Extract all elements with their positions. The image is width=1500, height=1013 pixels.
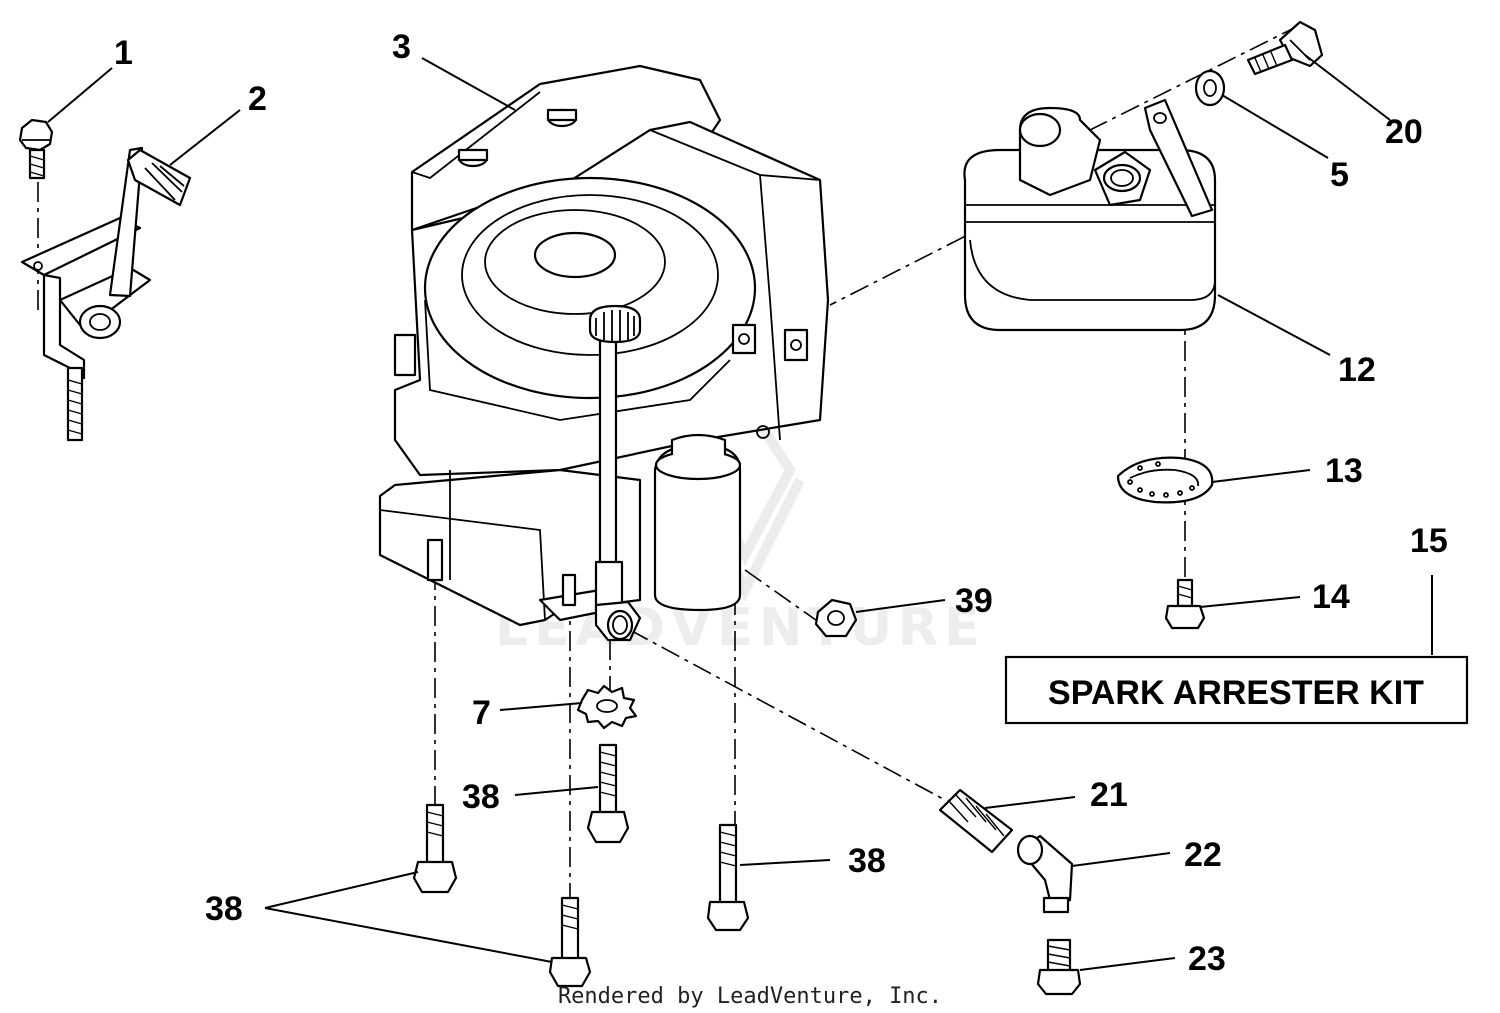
part-23-fitting bbox=[1036, 938, 1082, 996]
footer-credit: Rendered by LeadVenture, Inc. bbox=[558, 984, 942, 1009]
callout-39: 39 bbox=[955, 582, 993, 620]
callout-13: 13 bbox=[1325, 452, 1363, 490]
part-38-bolt-d bbox=[548, 896, 592, 988]
callout-7: 7 bbox=[472, 694, 491, 732]
part-1-bolt bbox=[18, 118, 54, 180]
callout-15: 15 bbox=[1410, 522, 1448, 560]
callout-38-c: 38 bbox=[205, 890, 243, 928]
part-2-throttle-control bbox=[20, 146, 192, 442]
spark-arrester-kit-label: SPARK ARRESTER KIT bbox=[1048, 674, 1424, 712]
callout-38-b: 38 bbox=[848, 842, 886, 880]
part-5-washer bbox=[1194, 69, 1226, 107]
part-38-bolt-b bbox=[586, 743, 630, 844]
callout-23: 23 bbox=[1188, 940, 1226, 978]
callout-12: 12 bbox=[1338, 351, 1376, 389]
callout-2: 2 bbox=[248, 80, 267, 118]
callout-21: 21 bbox=[1090, 776, 1128, 814]
part-22-elbow bbox=[1016, 834, 1074, 914]
part-21-pipe-nipple bbox=[938, 788, 1014, 854]
part-20-bolt bbox=[1246, 20, 1324, 76]
callout-14: 14 bbox=[1312, 578, 1350, 616]
callout-numbers: 1 2 3 5 7 12 13 14 15 20 21 22 23 38 38 … bbox=[114, 28, 1448, 978]
leader-lines bbox=[47, 54, 1433, 971]
part-7-star-washer bbox=[576, 684, 638, 730]
part-38-bolt-c bbox=[706, 823, 750, 932]
spark-arrester-kit-box: SPARK ARRESTER KIT bbox=[1004, 655, 1469, 725]
part-38-bolt-a bbox=[412, 803, 458, 894]
callout-22: 22 bbox=[1184, 836, 1222, 874]
callout-38-a: 38 bbox=[462, 778, 500, 816]
part-13-spark-arrester bbox=[1116, 456, 1214, 504]
part-3-engine bbox=[378, 64, 830, 642]
part-39-nut bbox=[814, 598, 858, 638]
callout-5: 5 bbox=[1330, 156, 1349, 194]
callout-1: 1 bbox=[114, 34, 133, 72]
callout-20: 20 bbox=[1385, 113, 1423, 151]
part-14-screw bbox=[1164, 578, 1206, 630]
part-12-muffler bbox=[963, 98, 1217, 332]
callout-3: 3 bbox=[392, 28, 411, 66]
